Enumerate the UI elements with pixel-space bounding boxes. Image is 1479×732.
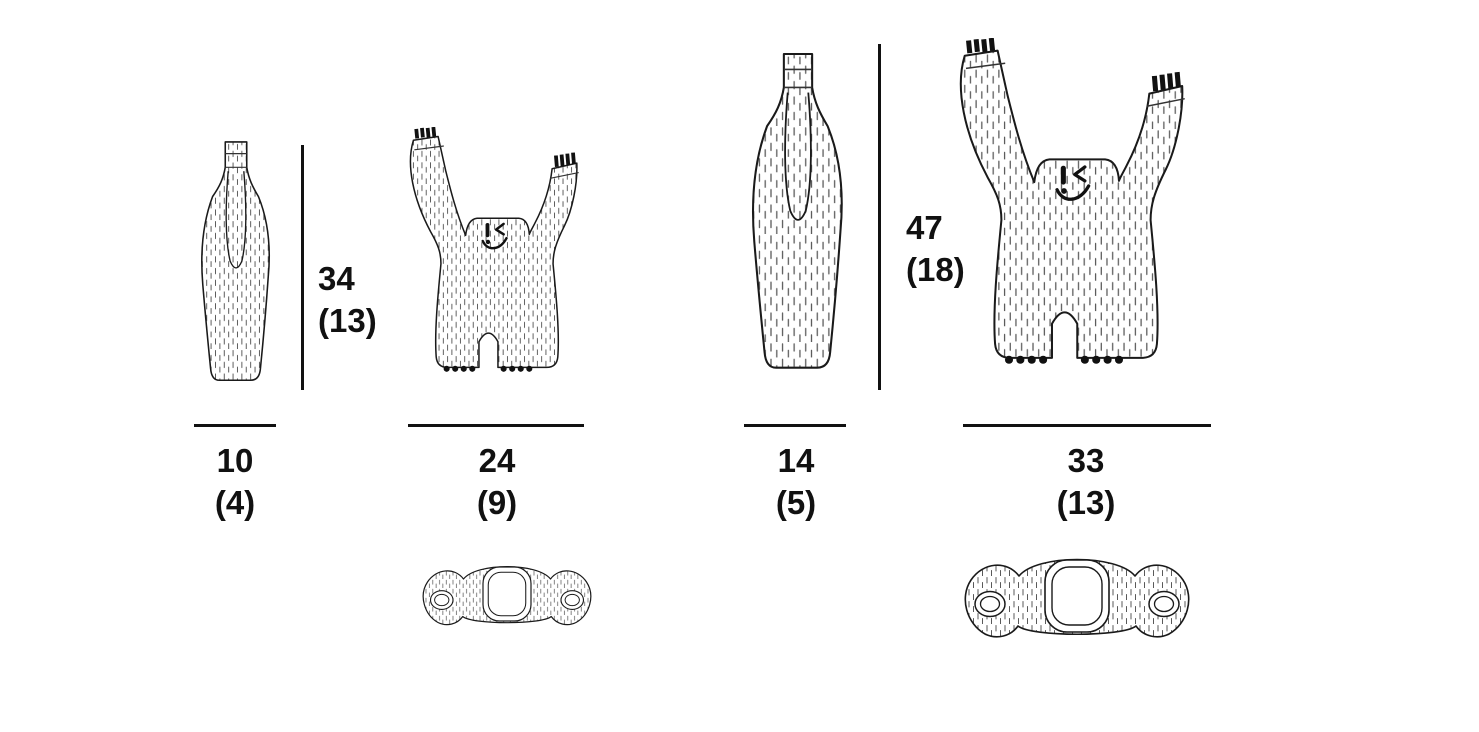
large-figure-side-view — [744, 42, 852, 390]
large-side-width-value: 14 — [777, 442, 815, 479]
large-height-value: 47 — [906, 209, 943, 246]
small-side-width-value: 10 — [216, 442, 254, 479]
large-front-width-dimension-line — [963, 424, 1211, 427]
small-side-width-alt-value: (4) — [214, 484, 256, 522]
small-figure-side-view — [193, 138, 279, 392]
large-front-width-alt-value: (13) — [1056, 484, 1116, 522]
large-side-width-dimension-line — [744, 424, 846, 427]
large-height-dimension-line — [878, 44, 881, 390]
small-height-alt-value: (13) — [318, 302, 377, 340]
small-height-value: 34 — [318, 260, 355, 297]
large-figure-top-view — [951, 540, 1203, 652]
small-figure-front-view — [402, 127, 592, 393]
small-front-width-alt-value: (9) — [476, 484, 518, 522]
large-side-width-alt-value: (5) — [775, 484, 817, 522]
large-front-width-value: 33 — [1067, 442, 1105, 479]
small-front-width-dimension-line — [408, 424, 584, 427]
large-figure-front-view — [948, 38, 1204, 392]
small-side-width-label: 10 (4) — [215, 440, 255, 524]
small-height-label: 34 (13) — [318, 258, 377, 342]
large-front-width-label: 33 (13) — [1057, 440, 1116, 524]
small-height-dimension-line — [301, 145, 304, 390]
large-side-width-label: 14 (5) — [776, 440, 816, 524]
small-front-width-value: 24 — [478, 442, 516, 479]
large-height-label: 47 (18) — [906, 207, 965, 291]
small-figure-top-view — [417, 549, 597, 639]
small-side-width-dimension-line — [194, 424, 276, 427]
small-front-width-label: 24 (9) — [477, 440, 517, 524]
large-height-alt-value: (18) — [906, 251, 965, 289]
